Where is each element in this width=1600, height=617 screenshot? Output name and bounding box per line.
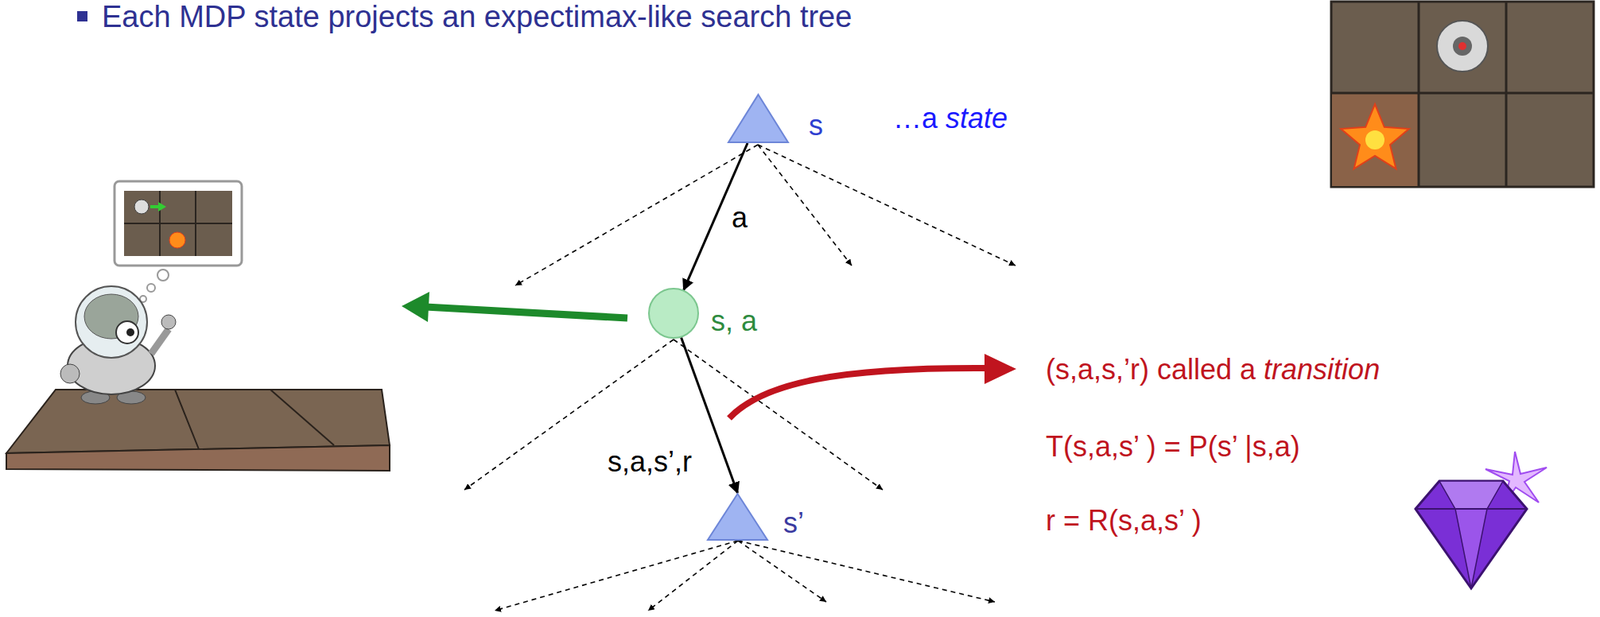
grid-ground xyxy=(1331,1,1594,187)
mini-arrow xyxy=(150,205,160,209)
node-label: s, a xyxy=(710,303,758,338)
cliff-top xyxy=(6,389,390,454)
text-part: (s,a,s,’r) called a xyxy=(1045,353,1264,386)
node-label: s xyxy=(808,108,824,143)
robot-top-view xyxy=(1436,20,1488,72)
cliff xyxy=(6,389,390,471)
dashed-branches xyxy=(464,144,1016,611)
text-part: …a xyxy=(893,101,946,135)
dashed-arrow xyxy=(648,540,738,611)
robot-eye-dot xyxy=(1458,42,1467,51)
dashed-arrow xyxy=(515,144,758,286)
red-arrow-head xyxy=(984,353,1017,385)
gem-edge xyxy=(1415,508,1527,510)
grid-world xyxy=(1331,1,1594,187)
fire-cell xyxy=(1332,93,1418,187)
dashed-arrow xyxy=(494,540,738,611)
red-curve xyxy=(729,368,987,419)
grid-line xyxy=(1331,92,1594,95)
slide-heading: Each MDP state projects an expectimax-li… xyxy=(101,0,852,35)
robot-hand xyxy=(161,314,176,330)
node-outline xyxy=(727,93,789,144)
gem xyxy=(1415,451,1547,589)
robot-pupil xyxy=(126,328,135,337)
robot-eye xyxy=(1452,36,1472,56)
bubble-dot xyxy=(157,269,169,281)
dashed-arrow xyxy=(737,540,827,602)
state-triangle xyxy=(707,493,768,540)
mini-fire xyxy=(169,232,186,249)
green-arrow-shaft xyxy=(425,306,628,319)
gem-body xyxy=(1415,481,1527,589)
bubble-frame xyxy=(114,181,242,266)
edge-label: a xyxy=(730,200,750,235)
green-pointer xyxy=(401,291,628,323)
node-outline xyxy=(648,287,700,339)
mini-arrow-head xyxy=(158,201,167,212)
bubble-dot xyxy=(147,283,156,292)
cliff-crack xyxy=(270,389,334,446)
chance-circle xyxy=(648,288,699,338)
robot-dome xyxy=(75,286,148,358)
transition-note: r = R(s,a,s’ ) xyxy=(1045,503,1202,538)
mini-grid xyxy=(124,190,233,257)
state-triangle xyxy=(728,94,789,143)
text-part: state xyxy=(945,101,1008,135)
chance-node: s, a xyxy=(648,287,700,339)
fire-icon xyxy=(1340,104,1410,169)
state-note: …a state xyxy=(893,100,1008,136)
mini-grid-line xyxy=(124,222,233,225)
robot-arm xyxy=(151,329,169,354)
text-part: transition xyxy=(1263,353,1380,386)
robot-arm xyxy=(60,364,80,384)
robot-eye xyxy=(116,321,139,344)
bullet-square xyxy=(77,11,88,22)
red-pointer xyxy=(729,353,1017,419)
transition-note: (s,a,s,’r) called a transition xyxy=(1045,352,1380,387)
fire-core xyxy=(1365,130,1385,150)
state-node: s xyxy=(727,93,789,144)
cliff-crack xyxy=(174,389,199,450)
node-outline xyxy=(706,493,769,541)
robot-brain xyxy=(84,294,139,339)
dashed-arrow xyxy=(757,144,852,266)
thought-bubble xyxy=(114,181,242,303)
edge-label: s,a,s’,r xyxy=(605,444,694,479)
dashed-arrow xyxy=(757,144,1016,266)
gem-facet xyxy=(1455,508,1488,589)
state-node: s’ xyxy=(706,493,769,541)
node-label: s’ xyxy=(783,505,804,540)
dashed-arrow xyxy=(737,540,995,602)
robot-figure xyxy=(60,286,176,404)
dashed-arrow xyxy=(673,339,883,490)
transition-note: T(s,a,s’ ) = P(s’ |s,a) xyxy=(1045,429,1301,464)
mini-robot xyxy=(134,199,149,214)
green-arrow-head xyxy=(401,291,430,323)
gem-facet xyxy=(1439,481,1503,509)
